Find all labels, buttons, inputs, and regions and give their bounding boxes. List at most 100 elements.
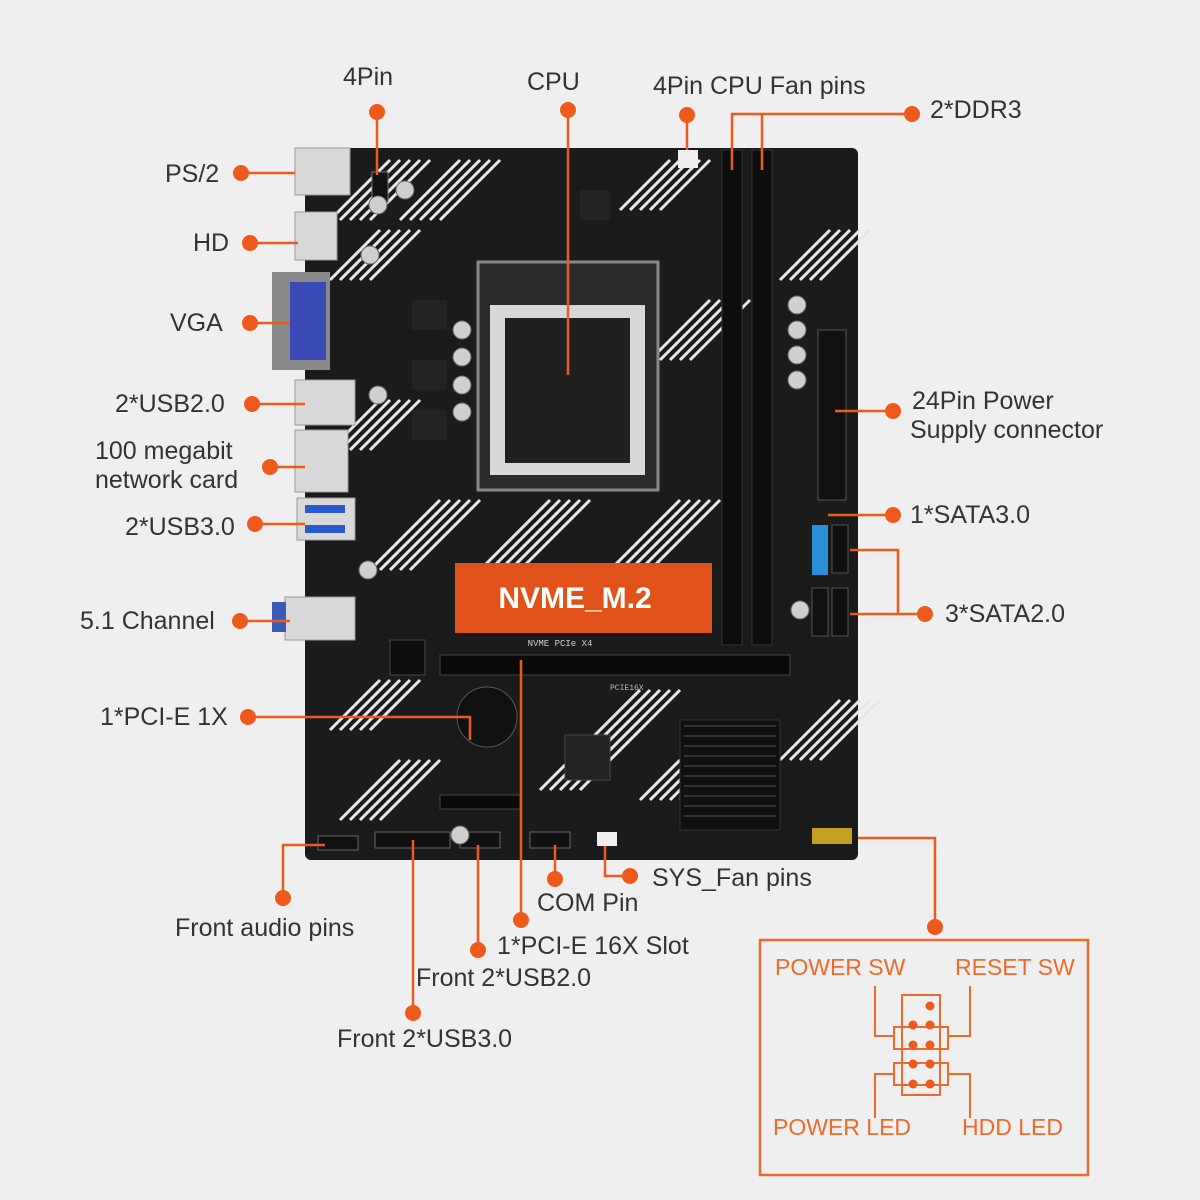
board-stripe	[818, 228, 872, 282]
dimm-slot-2	[751, 149, 773, 646]
vrm	[412, 360, 447, 390]
capacitor	[787, 295, 807, 315]
board-stripe	[668, 298, 732, 362]
board-stripe	[398, 498, 472, 572]
hdd-led-label: HDD LED	[962, 1114, 1063, 1140]
board-stripe	[798, 698, 862, 762]
nvme-label: NVME_M.2	[498, 582, 651, 615]
power-sw-label: POWER SW	[775, 954, 906, 980]
sata2-port	[831, 524, 849, 574]
board-stripe	[368, 398, 422, 452]
cpu-fan-header	[678, 150, 698, 168]
vrm	[412, 300, 447, 330]
capacitor	[790, 600, 810, 620]
label-ddr3: 2*DDR3	[930, 96, 1022, 124]
header-pins	[908, 1001, 935, 1089]
board-stripe	[368, 228, 422, 282]
label-audio: 5.1 Channel	[80, 607, 215, 635]
capacitor	[452, 320, 472, 340]
pinout-frame	[758, 938, 1090, 1177]
board-stripe	[388, 498, 462, 572]
label-hd: HD	[193, 229, 229, 257]
io-panel	[272, 147, 356, 641]
front-audio-header	[317, 835, 359, 851]
reset-sw-label: RESET SW	[955, 954, 1075, 980]
board-stripe	[808, 228, 862, 282]
capacitor	[395, 180, 415, 200]
chipset-heatsink	[679, 719, 781, 831]
board-stripe	[358, 398, 412, 452]
chip	[580, 190, 610, 220]
capacitors	[358, 180, 810, 845]
board-stripe	[358, 678, 412, 732]
chip	[389, 639, 426, 676]
label-network-line2: network card	[95, 466, 238, 494]
label-network-line1: 100 megabit	[95, 437, 233, 465]
audio-jack-port	[284, 596, 356, 641]
label-pcie-1x: 1*PCI-E 1X	[100, 703, 228, 731]
board-stripe	[818, 698, 882, 762]
board-stripe	[338, 158, 402, 222]
capacitor	[787, 345, 807, 365]
board-stripe	[418, 158, 482, 222]
usb2-port	[294, 379, 356, 426]
chip	[564, 734, 611, 781]
board-stripe	[638, 158, 692, 212]
label-sata3: 1*SATA3.0	[910, 501, 1030, 529]
front-panel-header	[812, 828, 852, 844]
capacitor	[452, 375, 472, 395]
board-stripe	[328, 158, 392, 222]
board-stripe	[378, 758, 442, 822]
callout-labels: 4Pin CPU 4Pin CPU Fan pins 2*DDR3 PS/2 H…	[80, 63, 1103, 1053]
capacitor	[360, 245, 380, 265]
pcie-1x-slot	[439, 794, 521, 810]
pcie-mark: PCIE16X	[610, 684, 644, 693]
label-sata2: 3*SATA2.0	[945, 600, 1065, 628]
board-stripe	[368, 678, 422, 732]
capacitor	[368, 195, 388, 215]
label-front-usb2: Front 2*USB2.0	[416, 964, 591, 992]
board-stripe	[338, 678, 392, 732]
pcie-16x-slot	[439, 654, 791, 676]
board-stripe	[348, 398, 402, 452]
label-24pin-line2: Supply connector	[910, 416, 1103, 444]
board-stripe	[788, 228, 842, 282]
board-stripe-pattern	[328, 158, 882, 822]
capacitor	[450, 825, 470, 845]
sys-fan-header	[597, 832, 617, 846]
board-stripe	[328, 228, 382, 282]
hdmi-port	[294, 211, 338, 261]
board-stripe	[798, 228, 852, 282]
board-stripe	[618, 158, 672, 212]
label-com: COM Pin	[537, 889, 638, 917]
capacitor	[358, 560, 378, 580]
sata3-port	[812, 525, 828, 575]
board-stripe	[358, 228, 412, 282]
board-stripe	[628, 158, 682, 212]
sata2-port	[831, 587, 849, 637]
atx-24pin-connector	[817, 329, 847, 501]
capacitor	[368, 385, 388, 405]
board-stripe	[368, 498, 442, 572]
board-stripe	[658, 298, 722, 362]
board-stripe	[348, 758, 412, 822]
board-stripe	[348, 678, 402, 732]
usb3-port	[296, 497, 356, 541]
label-usb3: 2*USB3.0	[125, 513, 235, 541]
board-stripe	[638, 758, 682, 802]
board-stripe	[808, 698, 872, 762]
board-stripe	[778, 698, 842, 762]
sata2-port	[811, 587, 829, 637]
board-stripe	[378, 498, 452, 572]
label-cpu: CPU	[527, 68, 580, 96]
label-24pin-line1: 24Pin Power	[912, 387, 1054, 415]
vrm	[412, 410, 447, 440]
board-stripe	[658, 158, 712, 212]
board-stripe	[788, 698, 852, 762]
capacitor	[787, 370, 807, 390]
board-stripe	[338, 758, 402, 822]
power-led-label: POWER LED	[773, 1114, 911, 1140]
board-stripe	[648, 158, 702, 212]
board-stripe	[328, 678, 382, 732]
